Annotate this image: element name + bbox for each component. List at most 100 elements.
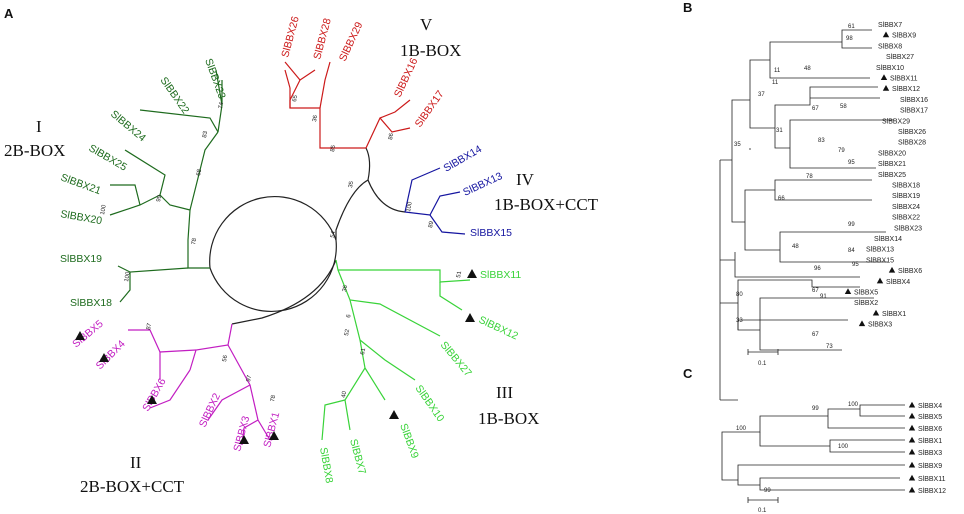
tree-c-branch (737, 464, 905, 491)
leaf-label: SlBBX4 (94, 338, 128, 372)
branch-i-6 (124, 149, 166, 196)
tree-b-leaf-label: SlBBX10 (876, 65, 904, 72)
bootstrap-value: 100 (100, 204, 108, 216)
bootstrap-value: 35 (348, 180, 355, 188)
tree-c-bootstrap: 100 (838, 444, 849, 450)
tree-b-scale-bar: 0.1 (747, 349, 779, 367)
tree-b-bootstrap: 11 (774, 68, 781, 74)
panel-label-a: A (4, 6, 14, 21)
tree-b-branch (731, 99, 750, 223)
leaf-label: SlBBX26 (279, 15, 302, 59)
clade-ii-branches (128, 323, 271, 446)
tree-b-branches (719, 29, 894, 401)
tree-b-branch (719, 159, 732, 400)
tree-b-leaf-label: SlBBX16 (900, 97, 928, 104)
clade-iv-branches (404, 167, 466, 235)
tree-b-leaf-label: SlBBX6 (898, 268, 922, 275)
bootstrap-value: 6 (346, 313, 353, 318)
tree-b-bootstrap: 35 (734, 142, 741, 148)
tree-b-branch (749, 59, 775, 129)
tree-c-scale-bar: 0.1 (747, 497, 779, 514)
tree-b-bootstrap: 99 (848, 222, 855, 228)
leaf-label: SlBBX27 (438, 339, 474, 379)
leaf-label: SlBBX2 (197, 391, 223, 429)
branch-ii-5 (159, 349, 197, 380)
tree-b-bootstrap: 67 (812, 288, 819, 294)
tree-b-bootstrap: 48 (804, 66, 811, 72)
marker-triangle-icon (858, 320, 866, 327)
leaf-label: SlBBX19 (60, 253, 102, 265)
scale-bar-line (747, 349, 779, 355)
tree-c-leaf-label: SlBBX6 (918, 426, 942, 433)
group-label-iii: III 1B-BOX (478, 383, 539, 428)
bootstrap-value: 78 (270, 394, 277, 402)
branch-i-2 (119, 267, 189, 303)
tree-b-bootstrap: 48 (792, 244, 799, 250)
tree-b-leaf-label: SlBBX7 (878, 22, 902, 29)
leaf-label: SlBBX11 (480, 269, 521, 281)
tree-b-leaf-label: SlBBX19 (892, 193, 920, 200)
branch-ii-7 (149, 369, 191, 409)
bootstrap-value: 85 (330, 144, 337, 152)
tree-b-branch (744, 222, 888, 263)
group-label-iv: IV 1B-BOX+CCT (494, 170, 599, 214)
tree-c-bootstrap: 99 (764, 488, 771, 494)
leaf-label: SlBBX20 (59, 208, 103, 227)
tree-b-leaf-label: SlBBX29 (882, 118, 910, 125)
bootstrap-value: 99 (156, 194, 163, 202)
bootstrap-value: 74 (218, 101, 225, 109)
leaf-label: SlBBX17 (413, 88, 447, 129)
leaf-label: SlBBX24 (108, 108, 148, 144)
group-v-name: 1B-BOX (400, 41, 461, 60)
tree-b-bootstrap: 66 (778, 196, 785, 202)
tree-b-branch (744, 179, 872, 222)
branch-ii-1 (189, 323, 233, 371)
leaf-label: SlBBX21 (59, 172, 103, 198)
branch-v-2 (319, 61, 331, 109)
scale-bar-label: 0.1 (758, 361, 767, 367)
tree-c-leaf-label: SlBBX1 (918, 438, 942, 445)
panel-label-c: C (683, 366, 693, 381)
tree-b-leaf-label: SlBBX18 (892, 183, 920, 190)
branch-v-1 (289, 88, 366, 149)
marker-triangle-icon (908, 412, 916, 419)
tree-b-leaf-label: SlBBX12 (892, 86, 920, 93)
branch-iv-1 (404, 167, 441, 213)
tree-c-leaf-labels: SlBBX4SlBBX5SlBBX6SlBBX1SlBBX3SlBBX9SlBB… (918, 403, 946, 495)
clade-v-branches (284, 61, 411, 149)
marker-triangle-icon (908, 436, 916, 443)
branch-v-6 (284, 61, 301, 81)
branch-iii-7 (321, 399, 346, 441)
marker-triangle-icon (465, 313, 475, 322)
tree-b-bootstrap: 95 (848, 160, 855, 166)
leaf-label: SlBBX25 (87, 142, 130, 173)
tree-b-bootstrap: 11 (772, 80, 779, 86)
branch-v-5 (379, 117, 411, 133)
bootstrap-value: 65 (292, 94, 299, 102)
bootstrap-value: 51 (456, 270, 463, 278)
tree-c-branches (721, 404, 905, 491)
tree-b-bootstrap: 79 (838, 148, 845, 154)
marker-triangle-icon (147, 395, 157, 404)
tree-b-bootstrap: 83 (818, 138, 825, 144)
backbone-branch-ii (231, 259, 337, 325)
bootstrap-value: 40 (341, 390, 348, 398)
tree-b-leaf-label: SlBBX2 (854, 300, 878, 307)
group-iii-number: III (496, 383, 513, 402)
group-v-number: V (420, 15, 433, 34)
tree-b-leaf-label: SlBBX17 (900, 108, 928, 115)
bootstrap-value: 87 (146, 322, 153, 330)
bootstrap-value: 54 (330, 230, 337, 238)
leaf-label: SlBBX14 (442, 143, 485, 174)
tree-b-leaf-label: SlBBX28 (898, 140, 926, 147)
tree-c-bootstrap: 100 (736, 426, 747, 432)
leaf-label: SlBBX15 (470, 227, 512, 239)
leaf-label: SlBBX5 (70, 318, 106, 351)
tree-panel-c: SlBBX4SlBBX5SlBBX6SlBBX1SlBBX3SlBBX9SlBB… (721, 401, 946, 514)
leaf-label: SlBBX7 (347, 438, 368, 476)
leaf-label: SlBBX18 (70, 297, 112, 309)
tree-b-branch (737, 319, 848, 330)
